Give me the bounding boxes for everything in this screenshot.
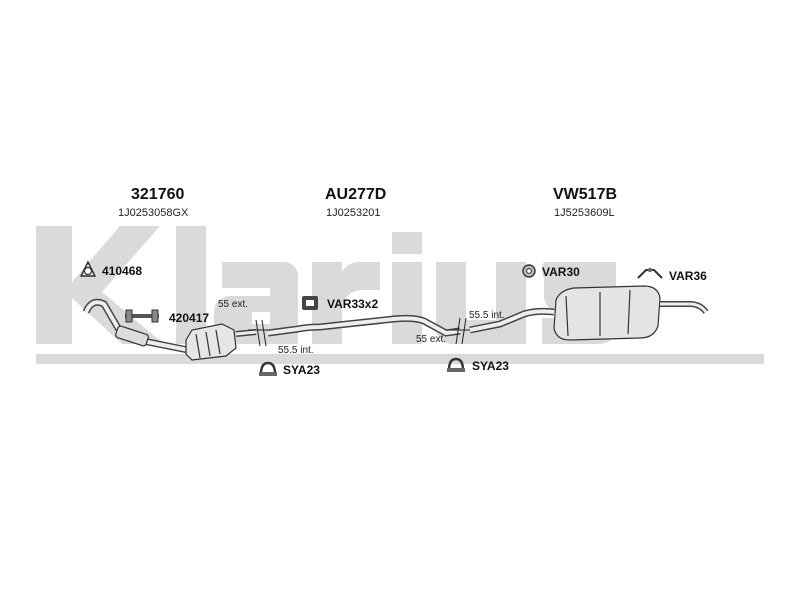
accessory-label-sya23-rear: SYA23 bbox=[472, 359, 509, 373]
bracket-icon bbox=[125, 309, 159, 323]
front-pipe-with-catalyst bbox=[82, 298, 257, 361]
accessory-label-420417: 420417 bbox=[169, 311, 210, 325]
middle-pipe bbox=[267, 314, 461, 337]
part-code-321760: 321760 bbox=[131, 186, 185, 203]
accessory-label-sya23-front: SYA23 bbox=[283, 363, 320, 377]
clamp-icon bbox=[259, 361, 277, 376]
rubber-mount-icon bbox=[302, 296, 318, 310]
part-code-vw517b: VW517B bbox=[553, 186, 618, 203]
part-code-au277d: AU277D bbox=[325, 186, 387, 203]
accessory-label-var30: VAR30 bbox=[542, 265, 580, 279]
hook-icon bbox=[637, 267, 663, 279]
dimension-label-rear-ext: 55 ext. bbox=[416, 334, 447, 345]
dimension-label-front-int: 55.5 int. bbox=[278, 345, 314, 356]
accessory-label-var33x2: VAR33x2 bbox=[327, 297, 379, 311]
oe-number-321760: 1J0253058GX bbox=[118, 207, 189, 219]
accessory-label-410468: 410468 bbox=[102, 264, 143, 278]
oe-number-au277d: 1J0253201 bbox=[326, 207, 381, 219]
gasket-icon bbox=[79, 260, 97, 277]
accessory-label-var36: VAR36 bbox=[669, 269, 707, 283]
hanger-icon bbox=[522, 264, 536, 278]
oe-number-vw517b: 1J5253609L bbox=[554, 207, 615, 219]
clamp-icon bbox=[447, 357, 465, 372]
dimension-label-rear-int: 55.5 int. bbox=[469, 310, 505, 321]
rear-muffler bbox=[469, 285, 709, 341]
dimension-label-front-ext: 55 ext. bbox=[218, 299, 249, 310]
